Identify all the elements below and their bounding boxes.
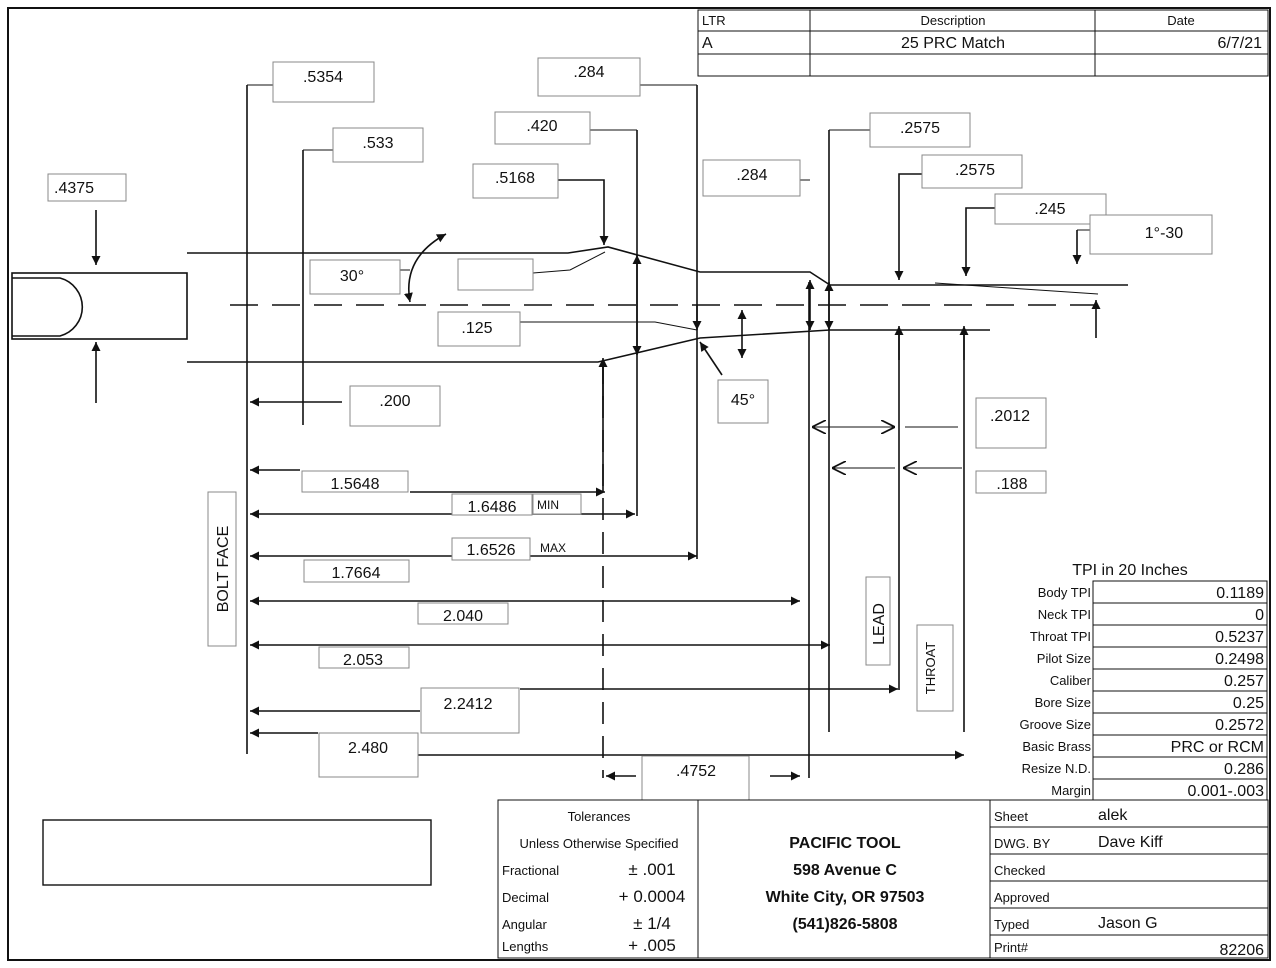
tpi-label: Margin [1051, 783, 1091, 798]
tpi-value: 0.001-.003 [1187, 783, 1264, 800]
dim-1-7664: 1.7664 [332, 565, 381, 582]
extension-lines [246, 84, 965, 778]
min-label: MIN [537, 498, 559, 512]
throat-label: THROAT [923, 642, 938, 695]
bolt-face-label: BOLT FACE [215, 526, 232, 613]
dim-1-6526: 1.6526 [467, 542, 516, 559]
dim-284-second: .284 [736, 167, 767, 184]
tolerances-subtitle: Unless Otherwise Specified [520, 836, 679, 851]
dim-533: .533 [362, 135, 393, 152]
tpi-label: Groove Size [1019, 717, 1091, 732]
dim-1-6486: 1.6486 [468, 499, 517, 516]
title-block-label: Approved [994, 890, 1050, 905]
max-label: MAX [540, 541, 566, 555]
title-block-label: DWG. BY [994, 836, 1051, 851]
title-block-value: 82206 [1220, 942, 1265, 959]
company-block: PACIFIC TOOL 598 Avenue C White City, OR… [697, 799, 991, 959]
dim-45-deg: 45° [731, 392, 755, 409]
notes-box [42, 819, 432, 886]
dim-245: .245 [1034, 201, 1065, 218]
tpi-value: 0.2498 [1215, 651, 1264, 668]
dim-30-deg: 30° [340, 268, 364, 285]
dim-2-040: 2.040 [443, 608, 483, 625]
tpi-value: PRC or RCM [1171, 739, 1264, 756]
vertical-labels: BOLT FACE LEAD THROAT [207, 491, 954, 712]
tpi-title: TPI in 20 Inches [1072, 562, 1188, 579]
dim-200: .200 [379, 393, 410, 410]
tpi-value: 0.5237 [1215, 629, 1264, 646]
tpi-label: Pilot Size [1037, 651, 1091, 666]
tpi-value: 0 [1255, 607, 1264, 624]
dim-2575-second: .2575 [955, 162, 995, 179]
dim-4752: .4752 [676, 763, 716, 780]
lead-label: LEAD [871, 603, 888, 645]
tol-lengths-value: + .005 [628, 936, 676, 955]
tpi-value: 0.2572 [1215, 717, 1264, 734]
tol-angular-value: ± 1/4 [633, 914, 671, 933]
dim-1-5648: 1.5648 [331, 476, 380, 493]
tpi-label: Resize N.D. [1022, 761, 1091, 776]
tpi-label: Caliber [1050, 673, 1092, 688]
tol-decimal-value: + 0.0004 [619, 887, 686, 906]
tol-lengths-label: Lengths [502, 939, 549, 954]
title-block-label: Typed [994, 917, 1029, 932]
revision-header-description: Description [920, 13, 985, 28]
dim-2575-first: .2575 [900, 120, 940, 137]
title-block-value: alek [1098, 807, 1128, 824]
tpi-value: 0.25 [1233, 695, 1264, 712]
dim-5354: .5354 [303, 69, 343, 86]
revision-table: LTR Description Date A 25 PRC Match 6/7/… [697, 9, 1269, 77]
tpi-label: Body TPI [1038, 585, 1091, 600]
dim-4375: .4375 [54, 180, 94, 197]
dim-188: .188 [996, 476, 1027, 493]
title-block-value: Jason G [1098, 915, 1158, 932]
company-street: 598 Avenue C [793, 862, 897, 879]
dim-2012: .2012 [990, 408, 1030, 425]
tpi-label: Throat TPI [1030, 629, 1091, 644]
tol-angular-label: Angular [502, 917, 547, 932]
dim-1-30-deg: 1°-30 [1145, 225, 1184, 242]
arrow-icon [961, 207, 995, 276]
arrow-icon [403, 233, 447, 303]
dim-2-053: 2.053 [343, 652, 383, 669]
revision-header-ltr: LTR [702, 13, 726, 28]
arrow-icon [699, 341, 723, 376]
revision-header-date: Date [1167, 13, 1194, 28]
arrow-icon [558, 179, 609, 245]
title-block-label: Checked [994, 863, 1045, 878]
tol-fractional-label: Fractional [502, 863, 559, 878]
tpi-value: 0.1189 [1216, 585, 1264, 602]
revision-date: 6/7/21 [1218, 35, 1263, 52]
title-block-label: Print# [994, 940, 1029, 955]
dim-420: .420 [526, 118, 557, 135]
revision-ltr: A [702, 35, 713, 52]
tpi-value: 0.286 [1224, 761, 1264, 778]
company-name: PACIFIC TOOL [789, 835, 901, 852]
dim-284-top: .284 [573, 64, 604, 81]
sheet-border [7, 7, 1271, 961]
tol-fractional-value: ± .001 [628, 860, 675, 879]
revision-description: 25 PRC Match [901, 35, 1005, 52]
arrow-icon [894, 173, 922, 280]
tpi-label: Neck TPI [1038, 607, 1091, 622]
tpi-label: Basic Brass [1022, 739, 1091, 754]
company-city: White City, OR 97503 [766, 889, 925, 906]
chamber-profile [11, 246, 1128, 363]
company-phone: (541)826-5808 [793, 916, 898, 933]
dim-5168: .5168 [495, 170, 535, 187]
dim-2-2412: 2.2412 [444, 696, 493, 713]
tolerances-title: Tolerances [568, 809, 631, 824]
tolerances-block: Tolerances Unless Otherwise Specified Fr… [497, 799, 699, 959]
dim-125: .125 [461, 320, 492, 337]
dimension-boxes: .5354 .533 .4375 .284 .420 .5168 .284 .2… [47, 57, 1213, 801]
tol-decimal-label: Decimal [502, 890, 549, 905]
title-block-label: Sheet [994, 809, 1028, 824]
title-block-value: Dave Kiff [1098, 834, 1163, 851]
tpi-label: Bore Size [1035, 695, 1091, 710]
dim-2-480: 2.480 [348, 740, 388, 757]
tpi-value: 0.257 [1224, 673, 1264, 690]
